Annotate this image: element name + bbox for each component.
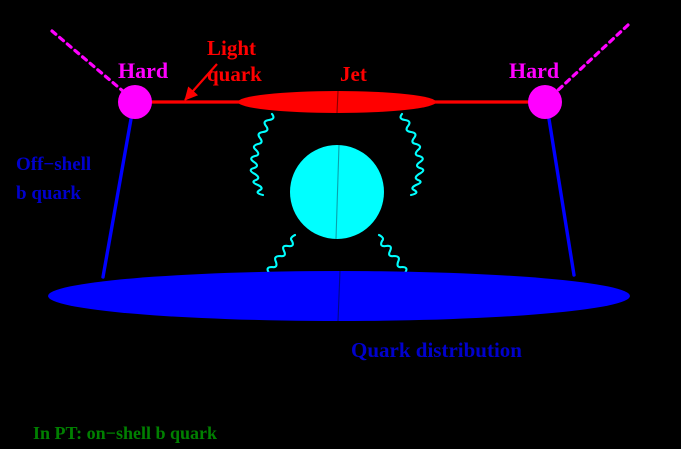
gluon-spring-top-left — [249, 112, 275, 197]
incoming-parton-line-right — [554, 23, 630, 94]
label-quark-distribution: Quark distribution — [351, 338, 522, 362]
jet-seam-line — [336, 90, 339, 114]
label-perturbation-note: In PT: on−shell b quark — [33, 423, 217, 443]
label-hard-left: Hard — [118, 58, 168, 83]
incoming-parton-line-left — [50, 29, 126, 94]
off-shell-b-quark-line-left — [101, 117, 133, 279]
label-off-shell-line1: Off−shell — [16, 154, 91, 175]
label-light-quark-line2: quark — [207, 62, 262, 86]
label-off-shell-line2: b quark — [16, 183, 81, 204]
hard-vertex-right[interactable] — [528, 85, 562, 119]
label-light-quark-line1: Light — [207, 36, 256, 60]
label-jet: Jet — [340, 62, 367, 86]
light-quark-callout-arrow — [184, 63, 218, 101]
hard-vertex-left[interactable] — [118, 85, 152, 119]
label-hard-right: Hard — [509, 58, 559, 83]
distribution-seam-line — [337, 270, 341, 322]
gluon-spring-top-right — [399, 112, 425, 197]
sphere-seam-line — [335, 144, 340, 240]
off-shell-b-quark-line-right — [547, 117, 576, 277]
